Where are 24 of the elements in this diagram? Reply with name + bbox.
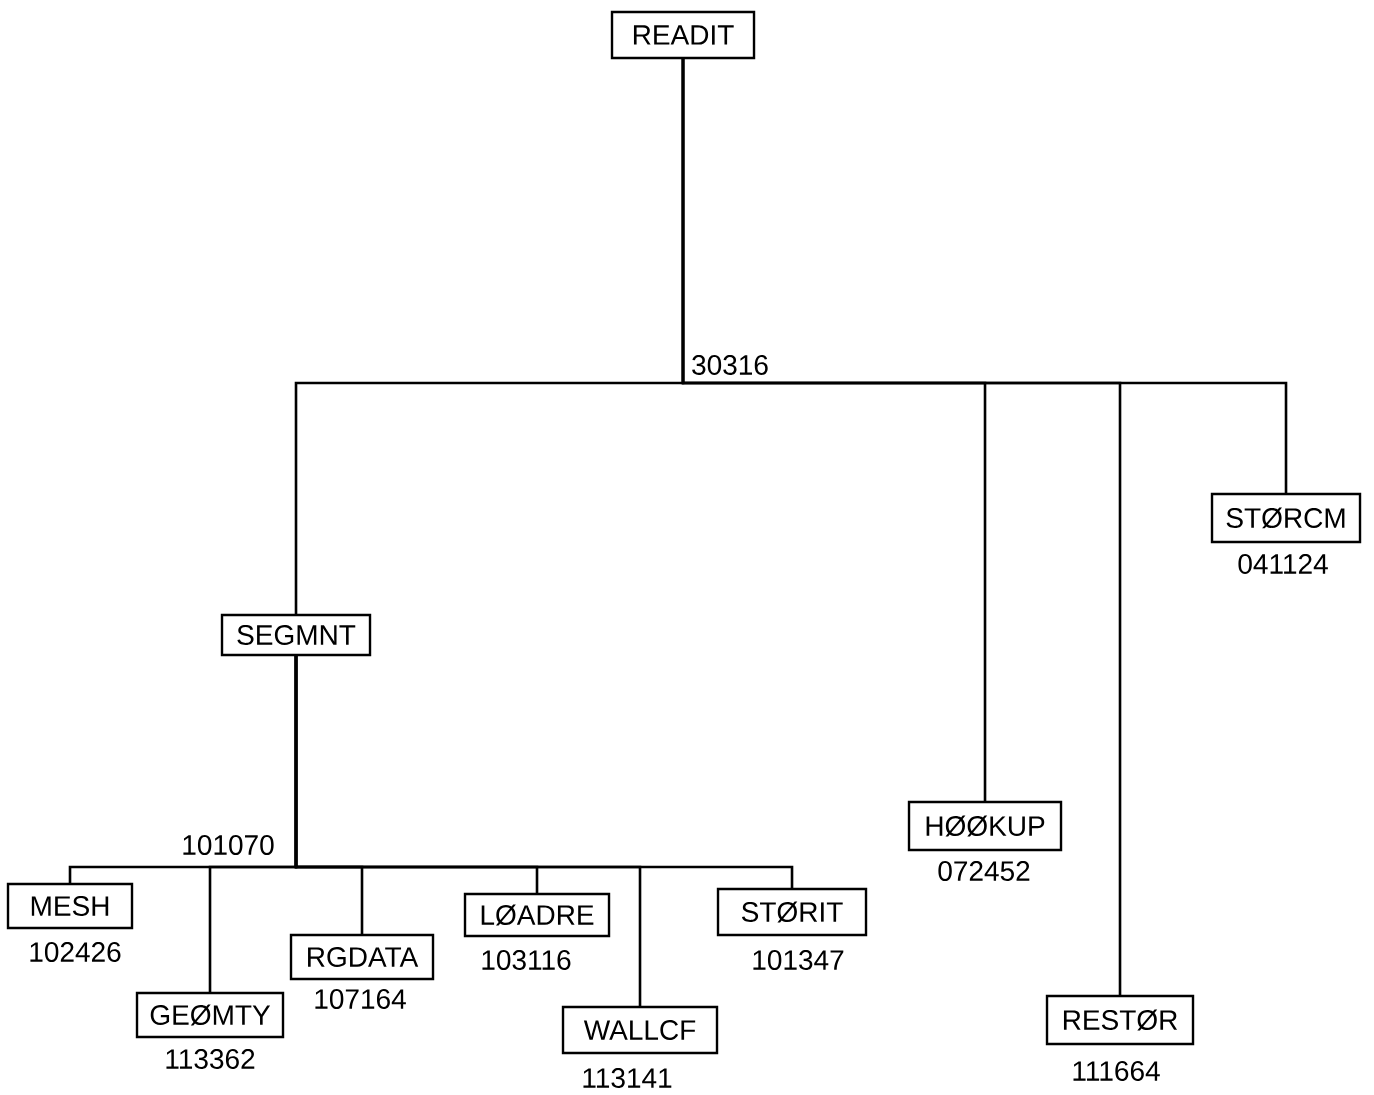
routine-box: WALLCF — [561, 1005, 719, 1055]
address-number: 113362 — [162, 1047, 258, 1071]
routine-box: HØØKUP — [907, 800, 1063, 852]
address-number: 041124 — [1235, 552, 1331, 576]
connector-line — [681, 58, 1288, 494]
routine-box: MESH — [6, 882, 134, 930]
routine-box: GEØMTY — [135, 991, 285, 1039]
address-number: 113141 — [579, 1066, 675, 1090]
address-number: 101347 — [749, 948, 847, 972]
address-number: 101070 — [183, 835, 274, 855]
address-number: 30316 — [692, 355, 768, 375]
routine-box: RESTØR — [1045, 994, 1195, 1046]
address-number: 103116 — [478, 948, 574, 972]
address-number: 111664 — [1069, 1059, 1163, 1083]
routine-box: STØRCM — [1210, 492, 1362, 544]
routine-box: RGDATA — [289, 933, 435, 981]
routine-box: SEGMNT — [220, 613, 372, 657]
address-number: 107164 — [311, 987, 409, 1011]
routine-box: STØRIT — [716, 887, 868, 937]
routine-box: LØADRE — [463, 892, 611, 938]
routine-box: READIT — [610, 10, 756, 60]
address-number: 072452 — [935, 859, 1033, 883]
connector-line — [294, 655, 794, 889]
address-number: 102426 — [26, 940, 124, 964]
